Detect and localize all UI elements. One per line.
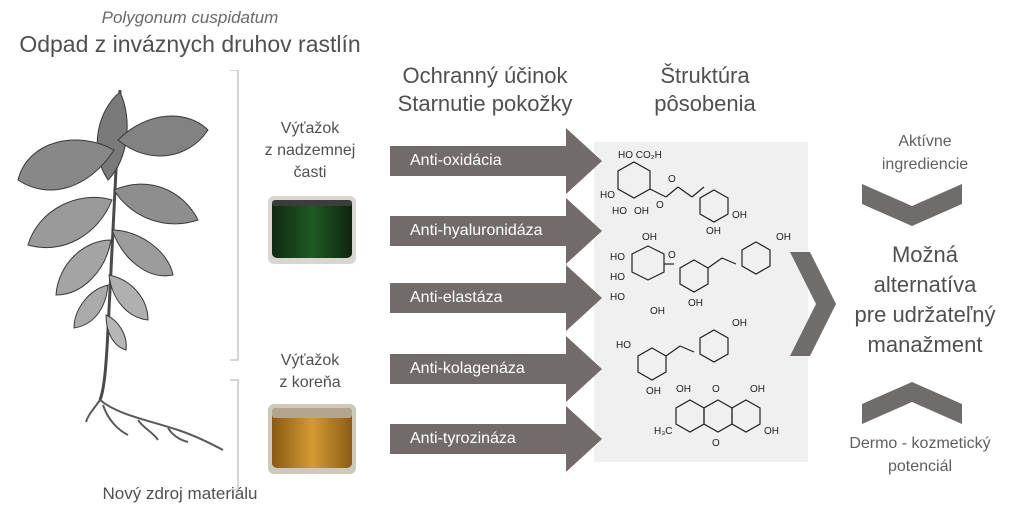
root-extract-line2: z koreňa bbox=[279, 374, 341, 391]
aerial-extract-line1: Výťažok bbox=[280, 120, 340, 137]
mol2-oh-right: OH bbox=[776, 232, 791, 243]
aerial-extract-line2: z nadzemnej bbox=[264, 142, 356, 159]
mol1-oh-ring2: OH bbox=[706, 226, 721, 237]
chevron-right-icon bbox=[790, 252, 836, 356]
mol1-o1: O bbox=[656, 200, 664, 211]
outcome-line1: Možná bbox=[891, 242, 959, 267]
mol1-ho1: HO bbox=[600, 190, 615, 201]
outcome-line2: alternatíva bbox=[873, 272, 977, 297]
mol2-ho3: HO bbox=[610, 292, 625, 303]
outcome-text: Možná alternatíva pre udržateľný manažme… bbox=[830, 240, 1020, 360]
bottom-caption: Nový zdroj materiálu bbox=[102, 484, 258, 503]
arrow-anti-hyaluronidaza bbox=[390, 198, 602, 264]
outcome-line3: pre udržateľný bbox=[854, 302, 996, 327]
dermo-cosmetic-label: Dermo - kozmetický potenciál bbox=[820, 432, 1020, 478]
mol4-oh2: OH bbox=[750, 384, 765, 395]
activity-label-3: Anti-elastáza bbox=[410, 289, 503, 306]
active-line2: ingrediencie bbox=[881, 156, 969, 173]
root-extract-label: Výťažok z koreňa bbox=[250, 350, 370, 394]
effect-header-line1: Ochranný účinok bbox=[402, 63, 568, 88]
active-line1: Aktívne bbox=[898, 133, 952, 150]
structure-column-header: Štruktúra pôsobenia bbox=[605, 62, 805, 118]
structure-header-line2: pôsobenia bbox=[654, 91, 756, 116]
mol2-oh-bottom: OH bbox=[688, 298, 703, 309]
arrow-anti-elastaza bbox=[390, 265, 602, 331]
effect-header-line2: Starnutie pokožky bbox=[397, 91, 573, 116]
mol2-oh-side: OH bbox=[650, 306, 665, 317]
mol3-oh-bottom: OH bbox=[646, 386, 661, 397]
mol3-ho-left: HO bbox=[616, 340, 631, 351]
page-title: Odpad z inváznych druhov rastlín bbox=[19, 31, 361, 57]
root-extract-line1: Výťažok bbox=[280, 352, 340, 369]
arrow-anti-tyrozinaza bbox=[390, 406, 602, 471]
mol4-o-top: O bbox=[712, 384, 720, 395]
activity-label-4: Anti-kolagenáza bbox=[410, 360, 525, 377]
mol4-o-bottom: O bbox=[712, 438, 720, 449]
arrow-anti-kolagenaza bbox=[390, 336, 602, 402]
structure-header-line1: Štruktúra bbox=[660, 63, 750, 88]
dermo-line2: potenciál bbox=[887, 458, 953, 475]
mol4-oh3: OH bbox=[764, 426, 779, 437]
mol4-h3c: H₃C bbox=[654, 426, 673, 437]
molecule-structures: HO CO₂H HO HO OH O O OH OH OH HO HO HO O… bbox=[600, 150, 791, 449]
mol4-oh1: OH bbox=[676, 384, 691, 395]
mol1-o2: O bbox=[668, 174, 676, 185]
mol3-oh-right: OH bbox=[732, 318, 747, 329]
chevron-down-icon bbox=[862, 184, 962, 226]
aerial-extract-label: Výťažok z nadzemnej časti bbox=[250, 118, 370, 184]
activity-label-5: Anti-tyrozináza bbox=[410, 430, 516, 447]
activity-label-2: Anti-hyaluronidáza bbox=[410, 222, 543, 239]
mol2-ho2: HO bbox=[610, 272, 625, 283]
bracket-divider bbox=[230, 70, 239, 490]
aerial-extract-line3: časti bbox=[293, 164, 327, 181]
activity-label-1: Anti-oxidácia bbox=[410, 152, 502, 169]
mol1-oh1: OH bbox=[634, 206, 649, 217]
chevron-up-icon bbox=[862, 382, 962, 424]
mol1-oh-ring1: OH bbox=[732, 210, 747, 221]
mol1-ho2: HO bbox=[612, 206, 627, 217]
root-extract-jar bbox=[268, 404, 356, 474]
plant-illustration bbox=[17, 89, 224, 451]
active-ingredients-label: Aktívne ingrediencie bbox=[830, 130, 1020, 176]
mol2-oh-top: OH bbox=[642, 232, 657, 243]
dermo-line1: Dermo - kozmetický bbox=[849, 435, 991, 452]
outcome-line4: manažment bbox=[867, 332, 983, 357]
latin-name: Polygonum cuspidatum bbox=[101, 8, 279, 27]
activity-arrows bbox=[390, 128, 602, 471]
arrow-anti-oxidacia bbox=[390, 128, 602, 194]
mol2-o: O bbox=[668, 250, 676, 261]
mol1-ho-co2h: HO CO₂H bbox=[618, 150, 662, 161]
effect-column-header: Ochranný účinok Starnutie pokožky bbox=[385, 62, 585, 118]
mol2-ho1: HO bbox=[610, 252, 625, 263]
aerial-extract-jar bbox=[268, 196, 356, 264]
